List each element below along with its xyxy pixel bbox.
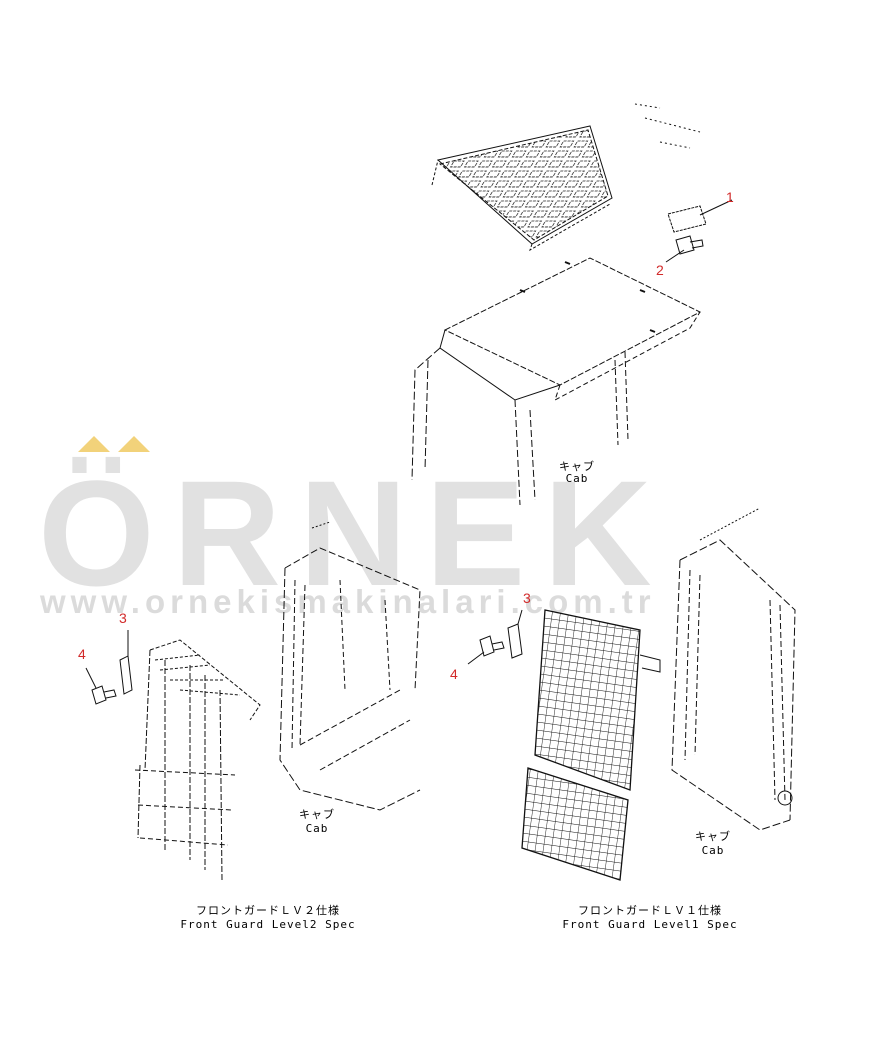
part-1-plate xyxy=(667,199,733,233)
roof-bolts xyxy=(634,103,701,149)
callout-4-left: 4 xyxy=(78,646,86,662)
cab-frame-left xyxy=(279,521,421,811)
part-3-right-plate xyxy=(507,609,523,659)
watermark-umlaut-left xyxy=(78,436,110,452)
spec-lv1-en: Front Guard Level1 Spec xyxy=(562,918,738,931)
watermark-brand: ÖRNEK xyxy=(38,449,670,617)
cab-label-right-jp: キャブ xyxy=(695,830,731,843)
callout-4-right: 4 xyxy=(450,666,458,682)
cab-label-left-jp: キャブ xyxy=(299,808,335,821)
cab-label-left-en: Cab xyxy=(305,822,329,835)
cab-label-right-en: Cab xyxy=(701,844,725,857)
front-guard-lv1 xyxy=(521,609,661,881)
callout-1: 1 xyxy=(726,189,734,205)
part-2-bolt xyxy=(665,235,704,263)
roof-grate xyxy=(431,125,613,252)
cab-label-top-jp: キャブ xyxy=(559,460,595,473)
spec-lv1-jp: フロントガードＬＶ１仕様 xyxy=(578,904,722,917)
callout-3-left: 3 xyxy=(119,610,127,626)
callout-2: 2 xyxy=(656,262,664,278)
watermark-umlaut-right xyxy=(118,436,150,452)
cab-top xyxy=(411,257,702,506)
part-3-left-plate xyxy=(119,630,133,695)
part-4-left-bolt xyxy=(85,667,117,705)
spec-lv2-en: Front Guard Level2 Spec xyxy=(180,918,356,931)
spec-lv2-jp: フロントガードＬＶ２仕様 xyxy=(196,904,340,917)
cab-frame-right xyxy=(671,507,796,831)
part-4-right-bolt xyxy=(467,635,505,665)
callout-3-right: 3 xyxy=(523,590,531,606)
cab-label-top-en: Cab xyxy=(565,472,589,485)
front-guard-lv2 xyxy=(134,639,261,881)
